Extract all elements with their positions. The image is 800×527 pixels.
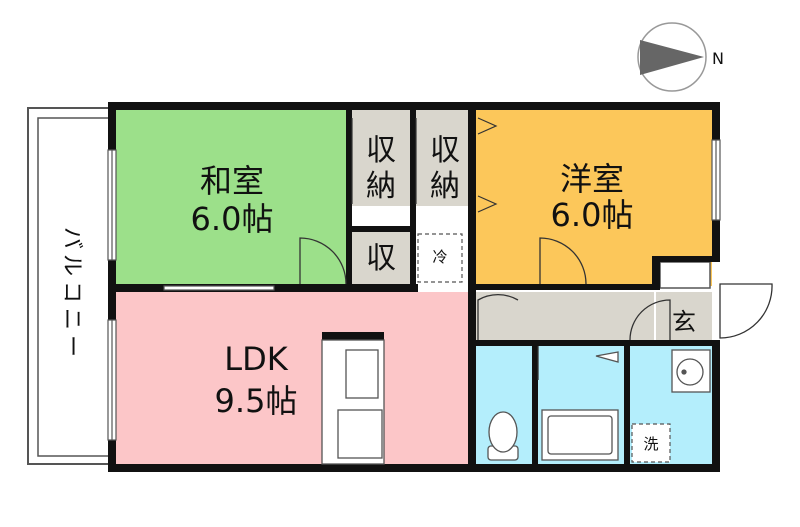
genkan-label: 玄: [672, 308, 696, 336]
storage-3-area: [352, 232, 410, 284]
compass-north-label: N: [712, 49, 724, 68]
shoe-cabinet: [659, 261, 711, 289]
balcony-char-3: コ: [59, 281, 84, 303]
storage-2-line1: 収: [430, 133, 460, 168]
ldk-room: [116, 292, 468, 464]
ldk-name: LDK: [224, 340, 288, 378]
bathtub-fixture: [541, 351, 619, 461]
fridge-label: 冷: [432, 248, 447, 266]
ldk-size: 9.5帖: [215, 382, 298, 420]
storage-1-area: [352, 110, 410, 206]
closet-doors: [351, 117, 498, 213]
balcony-char-2: ル: [59, 254, 84, 276]
door-swings: [299, 237, 773, 380]
youshitsu-name: 洋室: [560, 160, 624, 198]
storage-1-line1: 収: [366, 133, 396, 168]
washitsu-size: 6.0帖: [191, 200, 274, 238]
storage-2-line2: 納: [430, 169, 460, 204]
storage-1-line2: 納: [366, 169, 396, 204]
washer-outline: [631, 423, 671, 463]
storage-2-area: [416, 110, 474, 206]
washitsu-name: 和室: [200, 162, 264, 200]
sink-fixture: [671, 349, 711, 393]
storage-3-label: 収: [366, 241, 396, 276]
fridge-outline: [417, 233, 463, 283]
compass: N: [637, 22, 724, 92]
washer-label: 洗: [643, 435, 658, 453]
hallway: [476, 292, 654, 340]
windows: [107, 139, 721, 441]
washitsu-room: [116, 110, 348, 288]
balcony-char-4: ニ: [59, 308, 84, 330]
kitchen-counter: [321, 339, 385, 465]
balcony-char-1: バ: [59, 227, 84, 249]
toilet-fixture: [487, 411, 519, 461]
youshitsu-size: 6.0帖: [551, 196, 634, 234]
balcony: バ ル コ ニ ー: [27, 107, 111, 465]
balcony-char-5: ー: [59, 335, 84, 357]
